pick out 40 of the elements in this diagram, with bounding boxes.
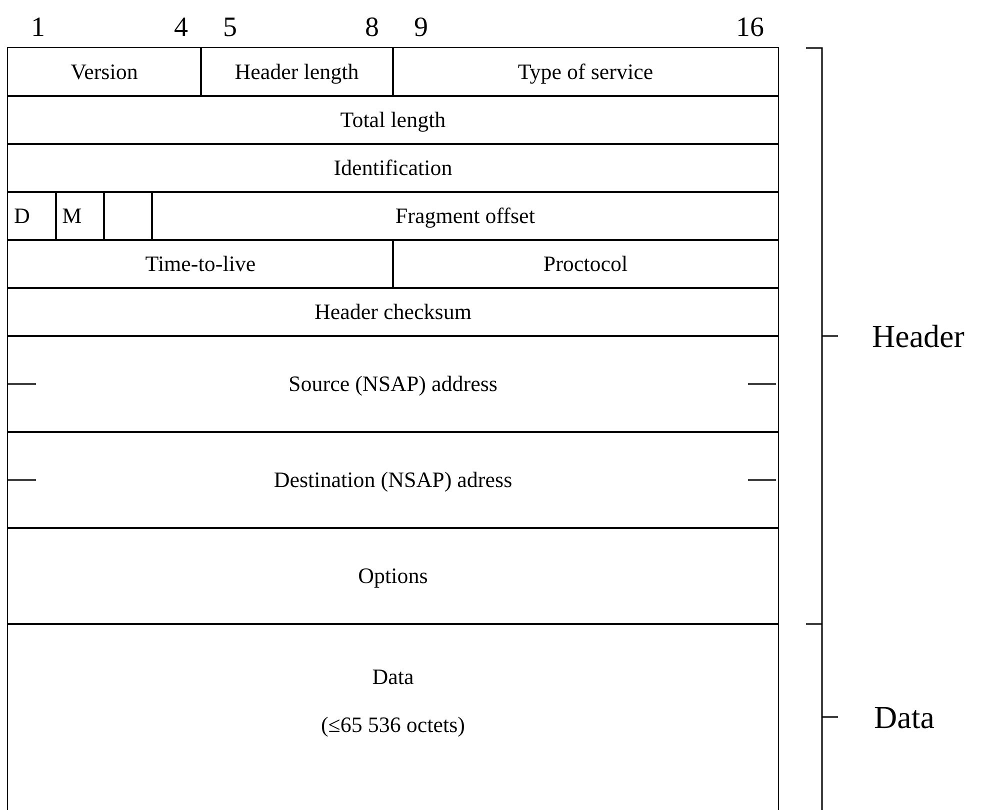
field-label: Source (NSAP) address <box>288 371 498 397</box>
field-cell <box>8 48 200 96</box>
field-cell <box>8 432 778 528</box>
field-label: Version <box>70 59 138 85</box>
bit-number: 4 <box>174 14 188 42</box>
field-label: Options <box>358 563 428 589</box>
field-cell <box>393 240 778 288</box>
field-label: Total length <box>340 107 446 133</box>
field-cell <box>8 96 778 144</box>
field-cell <box>152 192 778 240</box>
field-cell <box>104 192 152 240</box>
bit-number: 8 <box>365 14 379 42</box>
field-label: Proctocol <box>543 251 628 277</box>
field-cell <box>8 192 56 240</box>
field-cell <box>56 192 104 240</box>
bracket-label: Header <box>872 320 964 352</box>
field-cell <box>8 528 778 624</box>
field-label: Time-to-live <box>145 251 256 277</box>
field-cell <box>8 240 393 288</box>
field-label: D <box>14 203 30 229</box>
field-label: Data <box>372 664 414 690</box>
field-cell <box>393 48 778 96</box>
field-label: Header length <box>234 59 359 85</box>
field-label: Identification <box>334 155 452 181</box>
field-label: Header checksum <box>314 299 472 325</box>
field-cell <box>8 624 778 810</box>
bit-number: 9 <box>414 14 428 42</box>
field-cell <box>200 48 393 96</box>
bit-number: 16 <box>736 14 764 42</box>
field-label: Type of service <box>518 59 654 85</box>
field-cell <box>8 288 778 336</box>
bit-number: 5 <box>223 14 237 42</box>
field-cell <box>8 144 778 192</box>
bracket-label: Data <box>874 701 934 733</box>
field-label: M <box>62 203 82 229</box>
field-label: (≤65 536 octets) <box>320 712 466 738</box>
field-cell <box>8 336 778 432</box>
bit-number: 1 <box>31 14 45 42</box>
field-label: Destination (NSAP) adress <box>274 467 512 493</box>
field-label: Fragment offset <box>395 203 535 229</box>
